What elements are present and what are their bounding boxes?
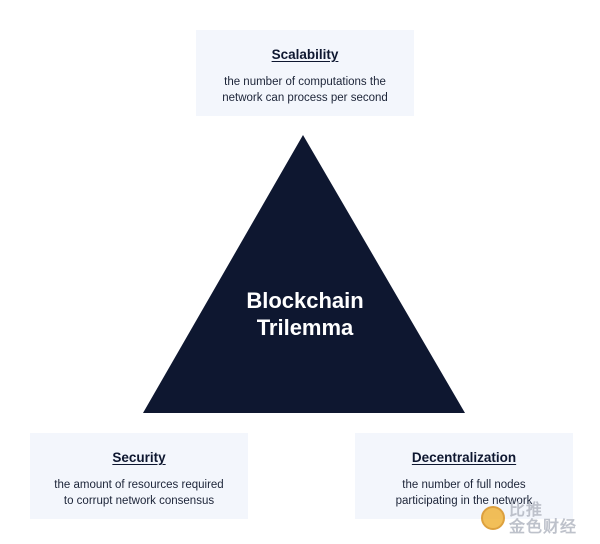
watermark-logo: 比推 金色财经 <box>481 500 593 538</box>
decentralization-card: Decentralization the number of full node… <box>355 433 573 519</box>
security-description: the amount of resources required to corr… <box>30 477 248 509</box>
triangle-shape <box>143 135 465 413</box>
security-card: Security the amount of resources require… <box>30 433 248 519</box>
decentralization-desc-line2: participating in the network <box>395 495 533 507</box>
scalability-desc-line2: network can process per second <box>222 92 388 104</box>
watermark-text: 比推 金色财经 <box>509 502 577 536</box>
scalability-description: the number of computations the network c… <box>196 74 414 106</box>
decentralization-title: Decentralization <box>411 450 517 465</box>
trilemma-title: Blockchain Trilemma <box>200 287 410 341</box>
coin-icon <box>481 506 505 530</box>
security-title: Security <box>112 450 166 465</box>
watermark-line1: 比推 <box>509 502 544 519</box>
scalability-desc-line1: the number of computations the <box>224 76 386 88</box>
trilemma-title-line1: Blockchain <box>246 288 364 313</box>
decentralization-desc-line1: the number of full nodes <box>402 479 526 491</box>
scalability-card: Scalability the number of computations t… <box>196 30 414 116</box>
decentralization-description: the number of full nodes participating i… <box>355 477 573 509</box>
security-desc-line1: the amount of resources required <box>54 479 224 491</box>
scalability-title: Scalability <box>271 47 339 62</box>
trilemma-title-line2: Trilemma <box>256 315 354 340</box>
security-desc-line2: to corrupt network consensus <box>63 495 215 507</box>
watermark-line2: 金色财经 <box>509 519 578 536</box>
